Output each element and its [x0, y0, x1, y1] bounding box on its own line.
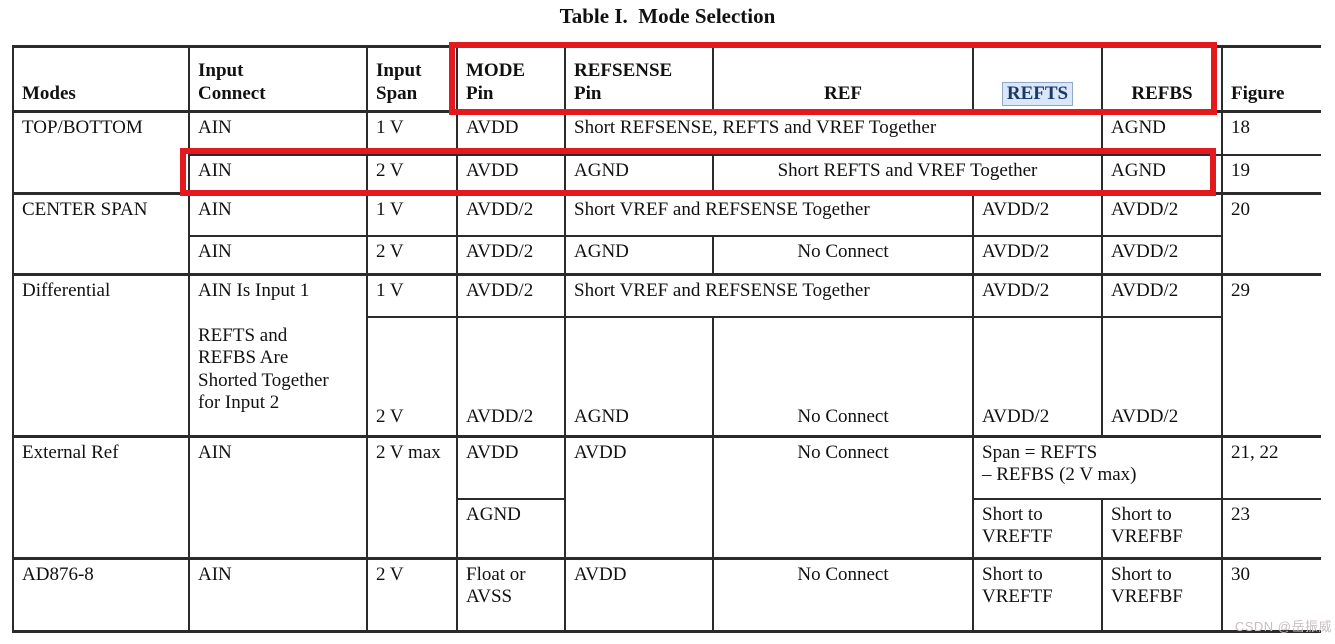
table-row: AGND Short to VREFTF Short to VREFBF 23 — [13, 497, 1321, 560]
cell-refbs: AVDD/2 — [1101, 315, 1223, 438]
cell-mode-pin: AVDD — [456, 435, 566, 500]
cell-figure: 29 — [1221, 273, 1321, 438]
cell-input-span: 2 V — [366, 153, 458, 195]
cell-refts: AVDD/2 — [972, 234, 1103, 276]
cell-mode-pin: AVDD/2 — [456, 315, 566, 438]
header-ref: REF — [712, 45, 974, 113]
table-row: AIN 2 V AVDD/2 AGND No Connect AVDD/2 AV… — [13, 234, 1321, 276]
cell-refts-refbs-merged: Span = REFTS – REFBS (2 V max) — [972, 435, 1223, 500]
cell-refsense-pin: AGND — [564, 153, 714, 195]
cell-input-span: 2 V max — [366, 435, 458, 560]
cell-refsense-pin: AGND — [564, 315, 714, 438]
cell-mode-pin: AGND — [456, 497, 566, 560]
cell-refbs: Short to VREFBF — [1101, 497, 1223, 560]
header-input-span: Input Span — [366, 45, 458, 113]
cell-figure: 18 — [1221, 110, 1321, 156]
cell-refts: Short to VREFTF — [972, 497, 1103, 560]
cell-mode-pin: AVDD/2 — [456, 192, 566, 237]
cell-refsense-pin: AVDD — [564, 435, 714, 560]
header-refsense-pin: REFSENSE Pin — [564, 45, 714, 113]
header-input-connect: Input Connect — [188, 45, 368, 113]
table-header-row: Modes Input Connect Input Span MODE Pin … — [12, 45, 1321, 113]
cell-refsense-pin: AGND — [564, 234, 714, 276]
cell-mode-top-bottom: TOP/BOTTOM — [12, 110, 190, 195]
cell-ref-merged: Short REFTS and VREF Together — [712, 153, 1103, 195]
cell-mode-differential: Differential — [12, 273, 190, 438]
cell-input-connect: AIN — [188, 234, 368, 276]
header-modes: Modes — [12, 45, 190, 113]
cell-refts: Short to VREFTF — [972, 557, 1103, 633]
table-row: AIN 2 V AVDD AGND Short REFTS and VREF T… — [13, 153, 1321, 195]
header-refts: REFTS — [972, 45, 1103, 113]
cell-refbs: Short to VREFBF — [1101, 557, 1223, 633]
cell-ref-merged: Short REFSENSE, REFTS and VREF Together — [564, 110, 1103, 156]
table-row: Differential AIN Is Input 1 REFTS and RE… — [12, 273, 1321, 438]
cell-refbs: AGND — [1101, 110, 1223, 156]
cell-mode-pin: AVDD — [456, 153, 566, 195]
cell-mode-pin: AVDD/2 — [456, 273, 566, 318]
cell-mode-pin: AVDD/2 — [456, 234, 566, 276]
table-row: CENTER SPAN AIN 1 V AVDD/2 Short VREF an… — [12, 192, 1321, 276]
cell-input-span: 2 V — [366, 234, 458, 276]
cell-mode-pin: AVDD — [456, 110, 566, 156]
cell-input-connect: AIN Is Input 1 REFTS and REFBS Are Short… — [188, 273, 368, 438]
cell-input-connect: AIN — [188, 192, 368, 237]
cell-refts: AVDD/2 — [972, 192, 1103, 237]
cell-input-connect: AIN — [188, 153, 368, 195]
cell-ref: No Connect — [712, 234, 974, 276]
header-figure: Figure — [1221, 45, 1321, 113]
cell-figure: 23 — [1221, 497, 1321, 560]
cell-refbs: AVDD/2 — [1101, 273, 1223, 318]
cell-refsense-pin: AVDD — [564, 557, 714, 633]
table-row: AD876-8 AIN 2 V Float or AVSS AVDD No Co… — [12, 557, 1321, 633]
cell-ref: No Connect — [712, 315, 974, 438]
cell-mode-center-span: CENTER SPAN — [12, 192, 190, 276]
cell-input-span: 2 V — [366, 557, 458, 633]
cell-input-span: 1 V — [366, 192, 458, 237]
cell-figure: 30 — [1221, 557, 1321, 633]
cell-figure: 21, 22 — [1221, 435, 1321, 500]
cell-ref-merged: Short VREF and REFSENSE Together — [564, 192, 974, 237]
table-row: 2 V AVDD/2 AGND No Connect AVDD/2 AVDD/2 — [13, 315, 1321, 438]
header-refbs: REFBS — [1101, 45, 1223, 113]
cell-refbs: AVDD/2 — [1101, 192, 1223, 237]
mode-selection-table: Modes Input Connect Input Span MODE Pin … — [12, 45, 1321, 633]
header-mode-pin: MODE Pin — [456, 45, 566, 113]
table-row: External Ref AIN 2 V max AVDD AVDD No Co… — [12, 435, 1321, 560]
table-title: Table I. Mode Selection — [559, 4, 776, 28]
cell-figure: 20 — [1221, 192, 1321, 276]
refts-selection-highlight: REFTS — [1001, 81, 1074, 106]
cell-mode-external-ref: External Ref — [12, 435, 190, 560]
cell-ref: No Connect — [712, 435, 974, 560]
cell-refbs: AVDD/2 — [1101, 234, 1223, 276]
cell-refts: AVDD/2 — [972, 273, 1103, 318]
cell-input-connect: AIN — [188, 557, 368, 633]
cell-mode-pin: Float or AVSS — [456, 557, 566, 633]
cell-input-span: 2 V — [366, 315, 458, 438]
cell-input-connect: AIN — [188, 435, 368, 560]
cell-input-span: 1 V — [366, 273, 458, 318]
cell-input-connect: AIN — [188, 110, 368, 156]
watermark: CSDN @岳振威 — [1234, 619, 1332, 634]
cell-ref-merged: Short VREF and REFSENSE Together — [564, 273, 974, 318]
table-row: TOP/BOTTOM AIN 1 V AVDD Short REFSENSE, … — [12, 110, 1321, 195]
cell-ref: No Connect — [712, 557, 974, 633]
cell-refbs: AGND — [1101, 153, 1223, 195]
cell-refts: AVDD/2 — [972, 315, 1103, 438]
cell-mode-ad876-8: AD876-8 — [12, 557, 190, 633]
cell-figure: 19 — [1221, 153, 1321, 195]
cell-input-span: 1 V — [366, 110, 458, 156]
